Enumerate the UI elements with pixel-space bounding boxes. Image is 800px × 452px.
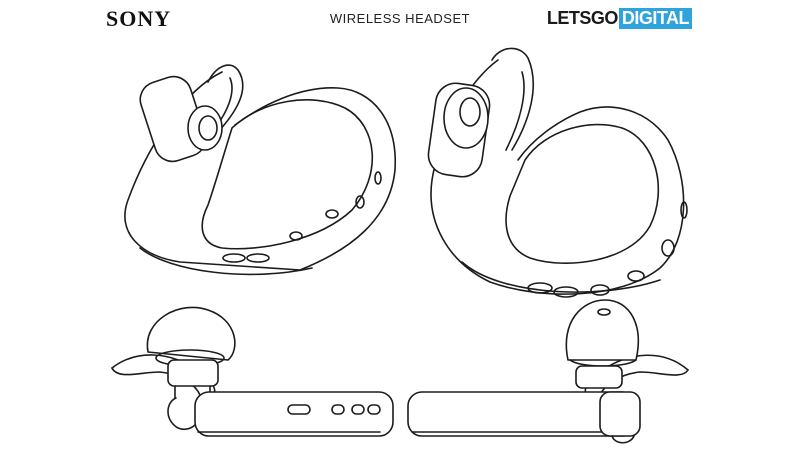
logo-part-digital: DIGITAL	[618, 8, 692, 29]
document-title: WIRELESS HEADSET	[329, 11, 471, 26]
headset-view-side-left	[111, 306, 394, 437]
headset-view-front-left	[124, 64, 396, 276]
headset-view-front-right	[427, 47, 688, 298]
sony-logo: SONY	[106, 6, 172, 31]
logo-part-letsgo: LETSGO	[546, 8, 619, 28]
headset-view-side-right	[407, 299, 689, 444]
header: SONY WIRELESS HEADSET LETSGO DIGITAL	[0, 0, 800, 40]
letsgodigital-logo: LETSGO DIGITAL	[547, 8, 692, 29]
